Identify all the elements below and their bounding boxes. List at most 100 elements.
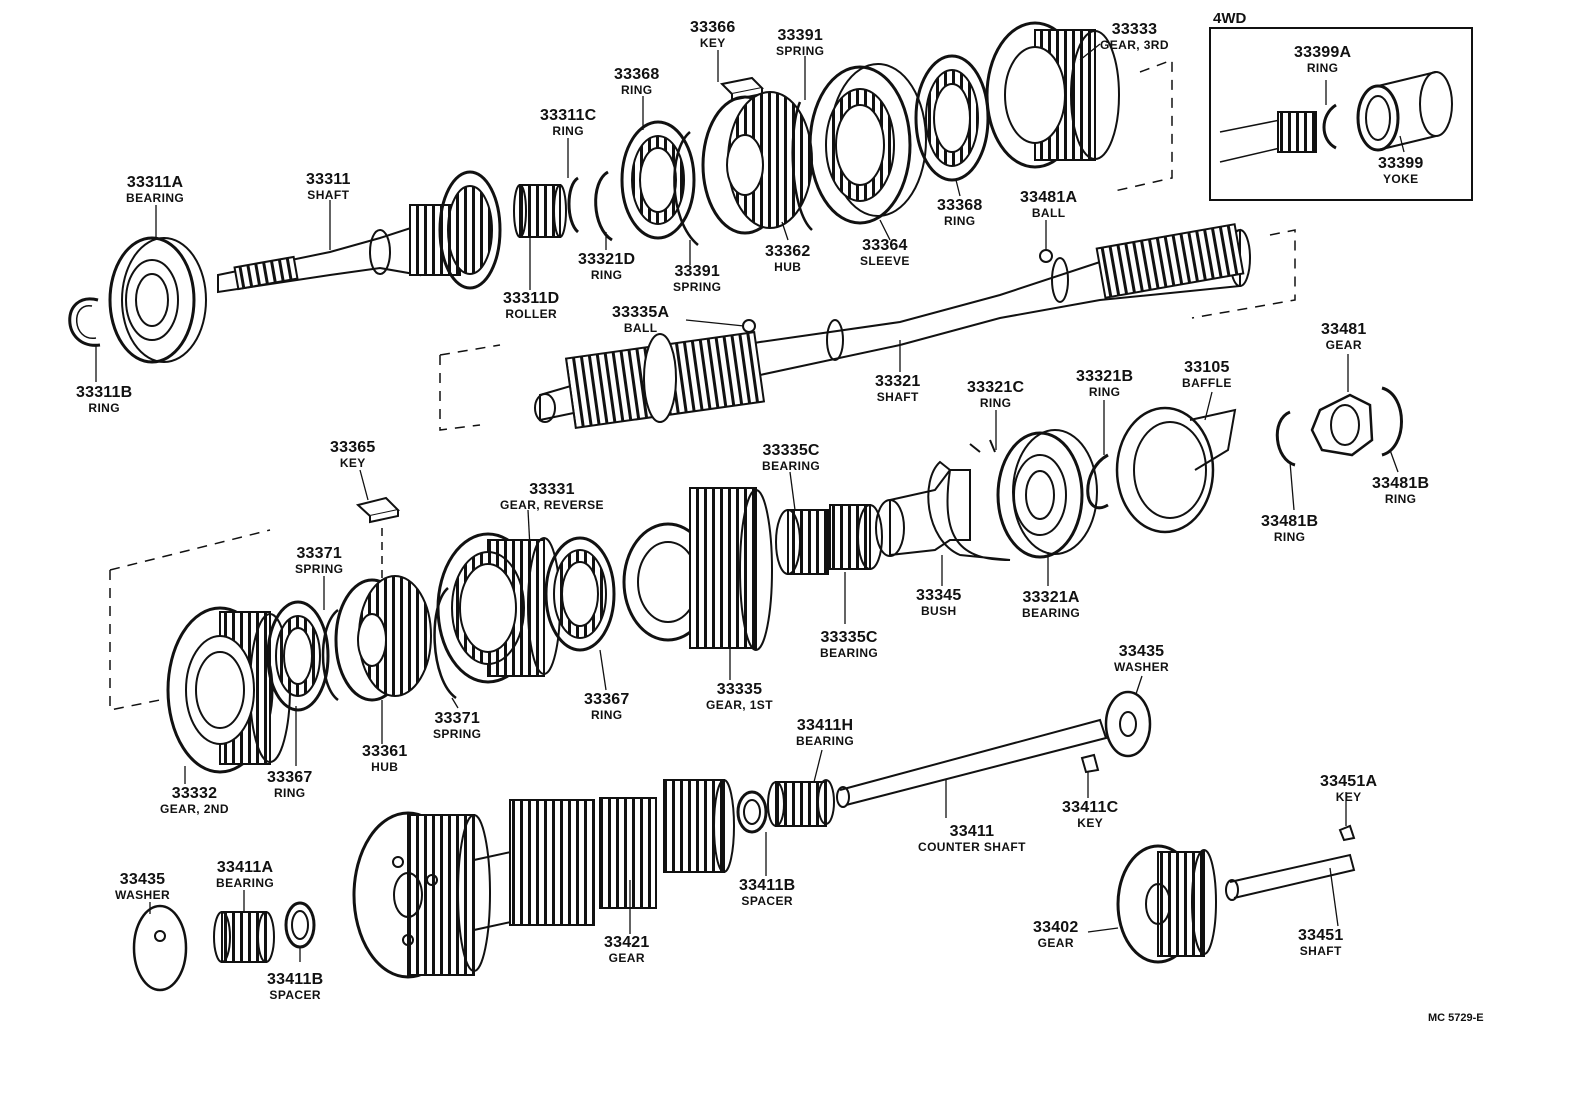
part-number: 33311C — [540, 107, 597, 124]
part-number: 33366 — [690, 19, 736, 36]
gear-2nd-33332 — [166, 606, 291, 774]
part-name: SPRING — [295, 562, 344, 576]
figure-code: MC 5729-E — [1428, 1012, 1484, 1024]
part-name: GEAR — [1325, 338, 1362, 352]
assembly-guide-right — [1191, 229, 1296, 319]
part-number: 33399A — [1294, 44, 1352, 61]
ring-33321D — [594, 170, 613, 242]
part-name: SHAFT — [307, 188, 350, 202]
bush-33345 — [875, 469, 971, 557]
part-name: BEARING — [126, 191, 185, 205]
part-number: 33333 — [1111, 21, 1158, 38]
part-number: 33411B — [267, 971, 324, 988]
part-number: 33335 — [716, 681, 763, 698]
spacer-33411B-right — [736, 790, 768, 834]
part-name: BEARING — [1022, 606, 1081, 620]
part-name: SPRING — [433, 727, 482, 741]
part-number: 33391 — [777, 27, 823, 44]
hub-33362 — [701, 91, 813, 235]
yoke-33399 — [1356, 71, 1453, 152]
key-33365 — [355, 496, 401, 524]
bearing-33321A — [996, 429, 1098, 559]
gear-1st-33335 — [622, 487, 773, 651]
output-shaft-33321 — [534, 223, 1251, 430]
part-name: KEY — [1335, 790, 1362, 804]
part-name: ROLLER — [505, 307, 558, 321]
assembly-guide-left — [109, 529, 271, 711]
part-name: COUNTER SHAFT — [918, 840, 1026, 854]
ball-33335A — [742, 319, 756, 333]
part-name: SPACER — [269, 988, 321, 1002]
part-name: RING — [590, 268, 623, 282]
part-number: 33311B — [76, 384, 133, 401]
part-name: RING — [979, 396, 1012, 410]
assembly-guide-mid — [439, 344, 501, 431]
part-number: 33451A — [1320, 773, 1378, 790]
leader-lines — [95, 43, 1405, 962]
part-number: 33481A — [1020, 189, 1078, 206]
ring-33321B — [1086, 453, 1109, 510]
part-number: 33481B — [1261, 513, 1319, 530]
part-name: RING — [1088, 385, 1121, 399]
part-number: 33435 — [1118, 643, 1165, 660]
part-number: 33321A — [1022, 589, 1080, 606]
spring-33391-upper — [791, 101, 813, 231]
part-number: 33311 — [306, 171, 351, 188]
part-number: 33321B — [1076, 368, 1134, 385]
part-number: 33345 — [916, 587, 962, 604]
synchro-ring-33367-right — [544, 536, 616, 652]
part-number: 33451 — [1298, 927, 1344, 944]
part-number: 33367 — [267, 769, 313, 786]
part-name: GEAR, 2ND — [160, 802, 229, 816]
inset-4wd-frame — [1209, 27, 1473, 201]
part-number: 33311A — [126, 174, 184, 191]
part-name: SLEEVE — [860, 254, 910, 268]
ring-33481B-right — [1381, 386, 1403, 457]
sleeve-33364 — [808, 63, 927, 225]
key-33451A — [1338, 824, 1356, 842]
part-name: RING — [552, 124, 584, 138]
bearing-33311A — [108, 236, 207, 364]
washer-33435-right — [1104, 690, 1152, 758]
synchro-ring-33368 — [620, 120, 696, 240]
part-number: 33421 — [604, 934, 650, 951]
part-name: GEAR — [608, 951, 645, 965]
needle-bearing-33335C — [775, 504, 883, 575]
part-number: 33364 — [862, 237, 908, 254]
key-33411C — [1080, 753, 1100, 774]
hub-33361 — [334, 575, 432, 702]
part-number: 33411A — [216, 859, 274, 876]
spring-33391-lower — [673, 131, 699, 246]
part-name: BALL — [623, 321, 658, 335]
part-name: BAFFLE — [1182, 376, 1232, 390]
ring-33311C — [567, 176, 580, 234]
part-name: HUB — [371, 760, 399, 774]
baffle-33105 — [1115, 406, 1237, 534]
input-shaft-33311 — [217, 170, 502, 294]
part-name: BUSH — [920, 604, 957, 618]
part-name: RING — [943, 214, 976, 228]
part-number: 33335C — [762, 442, 820, 459]
part-name: WASHER — [115, 888, 171, 902]
part-number: 33371 — [434, 710, 480, 727]
